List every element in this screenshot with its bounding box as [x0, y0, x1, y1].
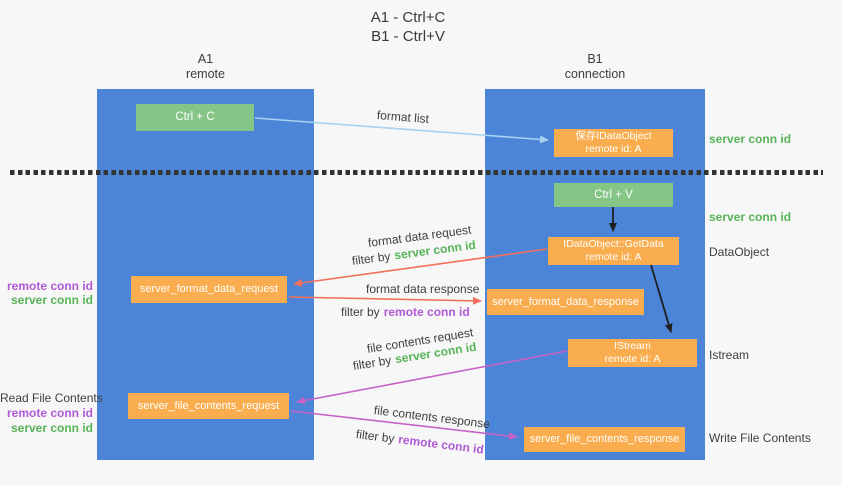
server-file-contents-response-box: server_file_contents_response — [524, 427, 685, 452]
filter-by-text: filter by — [351, 249, 392, 268]
filter-by-text: filter by — [351, 353, 393, 373]
title-line-ctrl-v: B1 - Ctrl+V — [371, 28, 445, 45]
ctrl-v-label: Ctrl + V — [594, 188, 633, 201]
filter-by-text: filter by — [341, 305, 380, 319]
ctrl-c-box: Ctrl + C — [136, 104, 254, 131]
file-response-label: server_file_contents_response — [529, 433, 680, 445]
dotted-divider-line — [10, 170, 823, 175]
left-label-remote-conn-id-1: remote conn id — [6, 279, 93, 293]
ctrl-v-box: Ctrl + V — [554, 183, 673, 207]
istream-line1: IStream — [614, 340, 651, 352]
server-format-data-request-box: server_format_data_request — [131, 276, 287, 303]
file-request-label: server_file_contents_request — [137, 399, 280, 412]
column-header-a1: A1 remote — [97, 52, 314, 82]
right-label-server-conn-id-top: server conn id — [709, 132, 792, 146]
column-a1-role: remote — [186, 67, 225, 81]
left-label-read-file-contents: Read File Contents — [0, 391, 103, 405]
column-b1-name: B1 — [587, 52, 603, 66]
format-request-label: server_format_data_request — [139, 283, 279, 295]
arrow-format-data-response — [288, 296, 482, 305]
flow-label-format-list: format list — [376, 108, 430, 127]
left-label-remote-conn-id-2: remote conn id — [6, 406, 93, 420]
getdata-line2: remote id: A — [585, 251, 642, 263]
flow-label-format-data-response: format data response — [366, 282, 480, 296]
left-label-server-conn-id-1: server conn id — [10, 293, 93, 307]
save-idataobject-line2: remote id: A — [585, 143, 642, 155]
ctrl-c-label: Ctrl + C — [175, 111, 215, 123]
right-label-write-file-contents: Write File Contents — [709, 431, 811, 445]
idataobject-getdata-box: IDataObject::GetData remote id: A — [548, 237, 679, 265]
save-idataobject-box: 保存IDataObject remote id: A — [554, 129, 673, 157]
title-line-ctrl-c: A1 - Ctrl+C — [370, 9, 446, 26]
column-a1-name: A1 — [197, 52, 214, 66]
format-response-label: server_format_data_response — [492, 295, 639, 308]
right-label-dataobject: DataObject — [709, 245, 770, 259]
column-header-b1: B1 connection — [485, 52, 705, 82]
diagram-title: A1 - Ctrl+C B1 - Ctrl+V — [288, 8, 528, 46]
getdata-line1: IDataObject::GetData — [563, 238, 664, 250]
save-idataobject-line1: 保存IDataObject — [575, 130, 652, 142]
istream-line2: remote id: A — [604, 353, 661, 365]
filter-by-text: filter by — [355, 427, 396, 446]
istream-box: IStream remote id: A — [568, 339, 697, 367]
server-file-contents-request-box: server_file_contents_request — [128, 393, 289, 419]
server-format-data-response-box: server_format_data_response — [487, 289, 644, 315]
remote-conn-id-text: remote conn id — [383, 305, 470, 319]
flow-label-file-contents-response: file contents response — [373, 403, 491, 432]
left-label-server-conn-id-2: server conn id — [10, 421, 93, 435]
remote-conn-id-text: remote conn id — [397, 432, 485, 457]
right-label-server-conn-id-mid: server conn id — [709, 210, 792, 224]
right-label-istream: Istream — [709, 348, 750, 362]
column-b1-role: connection — [564, 67, 626, 81]
